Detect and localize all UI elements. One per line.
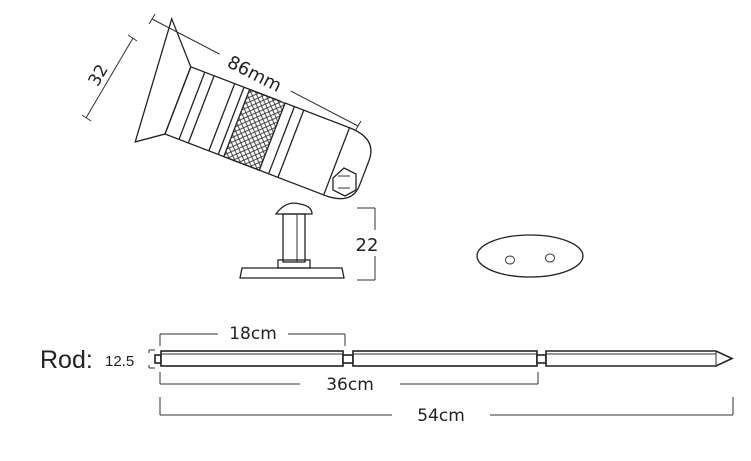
total-length-dimension: 54cm [159, 397, 734, 426]
spotlight-fixture [134, 16, 372, 279]
rod-end-cap [154, 354, 162, 364]
segment-length-dimension: 18cm [159, 324, 346, 346]
rod-joint-2 [536, 354, 547, 364]
rod-segment-2 [352, 350, 538, 367]
rod-diameter-bracket [148, 349, 155, 369]
mounting-plate [476, 234, 584, 278]
mount-stem [274, 202, 313, 263]
rod-diameter-label: 12.5 [105, 353, 134, 370]
stem-height-dimension: 22 [356, 207, 379, 281]
mount-base [239, 259, 345, 279]
rod-assembly [154, 350, 734, 367]
rod-segment-1 [160, 350, 344, 367]
knurled-grip [222, 88, 286, 172]
cable-gland [332, 167, 357, 197]
two-segment-length-dimension: 36cm [159, 372, 539, 395]
fixture-head [134, 16, 372, 200]
total-length-label: 54cm [417, 406, 465, 426]
rear-cap [323, 127, 372, 200]
head-diameter-dimension: 32 [81, 34, 138, 122]
rod-segment-3-spike [545, 350, 734, 367]
rod-title: Rod: [40, 346, 93, 374]
rod-joint-1 [342, 354, 354, 364]
stem-height-label: 22 [356, 235, 379, 256]
head-diameter-label: 32 [85, 61, 113, 90]
two-segment-length-label: 36cm [326, 375, 374, 395]
segment-length-label: 18cm [229, 324, 277, 344]
